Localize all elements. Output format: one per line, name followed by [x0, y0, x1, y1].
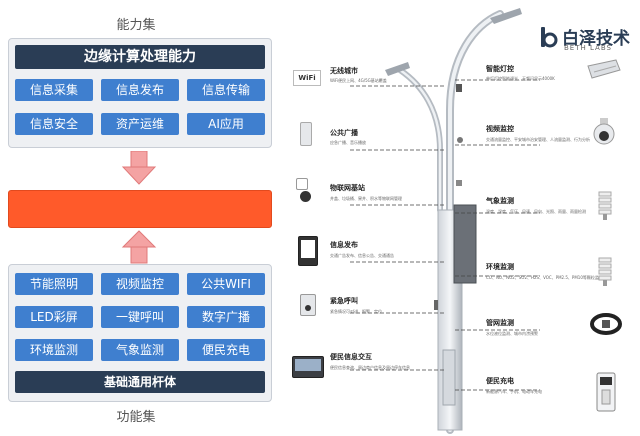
function-one-key-call: 一键呼叫	[101, 306, 179, 328]
env-sensor-icon	[598, 257, 612, 286]
feature-desc-info-publish: 交通广告发布、信息公告、交通通告	[330, 253, 394, 258]
iot-base-station-icon	[296, 178, 316, 202]
capability-set-label: 能力集	[116, 18, 156, 33]
feature-title-smart-lighting: 智能灯控	[486, 65, 514, 73]
feature-desc-info-interaction: 便民信息查询、周边商户信息及周边停车信息	[330, 365, 410, 370]
function-env-monitor: 环境监测	[15, 339, 93, 361]
capability-info-transfer: 信息传输	[187, 79, 265, 101]
function-public-wifi: 公共WIFI	[187, 273, 265, 295]
edge-gateway-bar	[8, 190, 272, 228]
kiosk-icon	[292, 356, 324, 378]
feature-desc-weather-monitor: 温度、湿度、气压、风速、风向、光照、雨量、雨量检测	[486, 209, 586, 214]
street-lamp-icon	[587, 59, 621, 79]
feature-desc-iot-base-station: 井盖、垃圾桶、窨井、积水等物联网管理	[330, 196, 402, 201]
feature-title-info-publish: 信息发布	[330, 241, 358, 249]
feature-title-wireless-city: 无线城市	[330, 67, 358, 75]
feature-title-pipe-monitor: 管网监测	[486, 319, 514, 327]
feature-title-info-interaction: 便民信息交互	[330, 353, 372, 361]
function-weather-monitor: 气象监测	[101, 339, 179, 361]
arrow-down-icon	[121, 151, 157, 185]
capability-info-security: 信息安全	[15, 113, 93, 135]
feature-title-ev-charging: 便民充电	[486, 377, 514, 385]
function-digital-broadcast: 数字广播	[187, 306, 265, 328]
capability-info-collect: 信息采集	[15, 79, 93, 101]
left-connector-lines	[350, 85, 445, 371]
capability-asset-ops: 资产运维	[101, 113, 179, 135]
feature-desc-env-monitor: CO、NO、NO2、SO2、H2S、VOC、PM2.5、PM10等颗粒监测	[486, 275, 603, 280]
feature-title-env-monitor: 环境监测	[486, 263, 514, 271]
edge-computing-title: 边缘计算处理能力	[15, 45, 265, 69]
beth-labs-logo-icon	[541, 27, 558, 48]
logo-text: 白泽技术	[562, 29, 630, 49]
feature-title-video-monitor: 视频监控	[486, 125, 514, 133]
function-energy-lighting: 节能照明	[15, 273, 93, 295]
feature-desc-smart-lighting: 单灯灯控智能调光、无频闪显示4000K	[486, 76, 555, 81]
function-video-monitor: 视频监控	[101, 273, 179, 295]
feature-desc-public-broadcast: 应急广播、音乐播放	[330, 140, 366, 145]
charger-icon	[596, 372, 616, 412]
capability-info-publish: 信息发布	[101, 79, 179, 101]
feature-desc-ev-charging: 新能源汽车、手机、电动车充电	[486, 389, 542, 394]
feature-desc-wireless-city: WiFi便民上网、4G/5G基站覆盖	[330, 78, 387, 83]
pipe-sensor-icon	[590, 313, 622, 335]
emergency-call-icon	[300, 294, 316, 316]
function-panel: 节能照明 视频监控 公共WIFI LED彩屏 一键呼叫 数字广播 环境监测 气象…	[8, 264, 272, 402]
info-screen-icon	[298, 236, 318, 266]
function-led-screen: LED彩屏	[15, 306, 93, 328]
smart-pole-illustration	[385, 8, 522, 434]
logo-subtext: BETH LABS	[564, 44, 612, 52]
arrow-up-icon	[121, 230, 157, 264]
weather-sensor-icon	[598, 191, 612, 220]
feature-title-iot-base-station: 物联网基站	[330, 184, 365, 192]
wifi-icon: WiFi	[293, 70, 321, 86]
feature-title-emergency-call: 紧急呼叫	[330, 297, 358, 305]
function-ev-charging: 便民充电	[187, 339, 265, 361]
feature-desc-pipe-monitor: 水位液位监测、城市内涝预警	[486, 331, 538, 336]
camera-icon	[593, 118, 615, 145]
speaker-icon	[300, 122, 312, 146]
function-set-label: 功能集	[116, 410, 156, 425]
feature-desc-emergency-call: 紧急情况可对讲、报警、定位	[330, 309, 382, 314]
capability-ai: AI应用	[187, 113, 265, 135]
feature-desc-video-monitor: 交通流量监控、平安城市治安管理、人流量监测、行为分析	[486, 137, 590, 142]
right-connector-lines	[455, 79, 540, 391]
base-pole-title: 基础通用杆体	[15, 371, 265, 393]
feature-title-public-broadcast: 公共广播	[330, 129, 358, 137]
capability-panel: 边缘计算处理能力 信息采集 信息发布 信息传输 信息安全 资产运维 AI应用	[8, 38, 272, 148]
feature-title-weather-monitor: 气象监测	[486, 197, 514, 205]
